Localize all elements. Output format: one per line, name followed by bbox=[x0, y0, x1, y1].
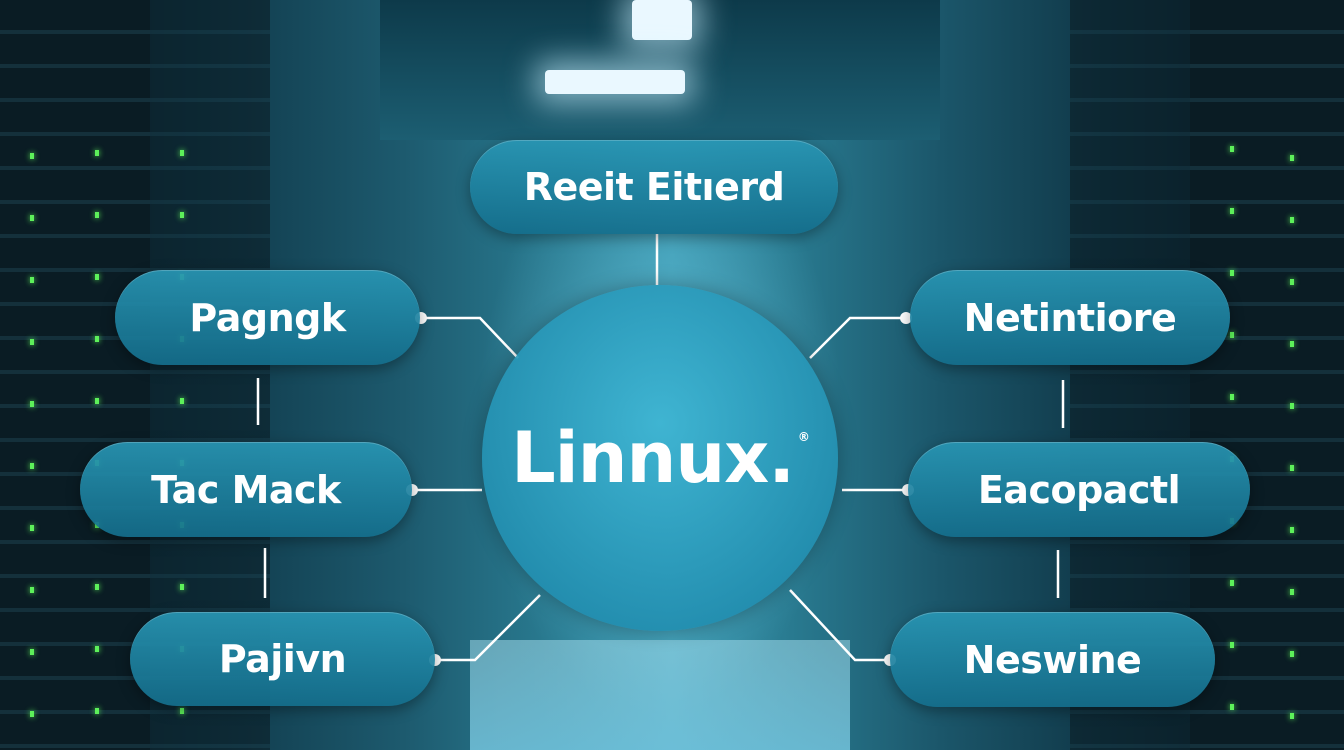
server-led bbox=[180, 398, 184, 404]
server-led bbox=[95, 150, 99, 156]
server-led bbox=[1290, 279, 1294, 285]
center-label: Linnux. bbox=[511, 417, 795, 499]
node-label: Netintiore bbox=[963, 295, 1177, 340]
right-node: Eacopactl bbox=[908, 442, 1250, 537]
ceiling-light bbox=[545, 70, 685, 94]
server-led bbox=[1290, 155, 1294, 161]
server-led bbox=[30, 339, 34, 345]
server-led bbox=[1230, 642, 1234, 648]
left-node: Pagngk bbox=[115, 270, 420, 365]
server-led bbox=[30, 649, 34, 655]
server-led bbox=[30, 153, 34, 159]
server-rack-left bbox=[0, 0, 150, 750]
center-logo: Linnux. ® bbox=[511, 417, 810, 499]
node-label: Reeit Eitıerd bbox=[523, 165, 785, 209]
server-led bbox=[180, 708, 184, 714]
server-led bbox=[95, 398, 99, 404]
node-label: Tac Mack bbox=[151, 467, 341, 512]
server-rack-right bbox=[1190, 0, 1344, 750]
center-node: Linnux. ® bbox=[482, 285, 838, 631]
server-led bbox=[1230, 146, 1234, 152]
server-led bbox=[1230, 580, 1234, 586]
server-led bbox=[95, 584, 99, 590]
connector bbox=[435, 594, 541, 662]
right-node: Neswine bbox=[890, 612, 1215, 707]
node-label: Neswine bbox=[963, 637, 1142, 682]
connector bbox=[789, 589, 890, 662]
server-led bbox=[1290, 713, 1294, 719]
connector-dot bbox=[900, 312, 912, 324]
server-led bbox=[1290, 341, 1294, 347]
server-led bbox=[1230, 394, 1234, 400]
server-led bbox=[1290, 465, 1294, 471]
node-label: Eacopactl bbox=[977, 467, 1181, 512]
top-node: Reeit Eitıerd bbox=[470, 140, 838, 234]
server-led bbox=[95, 646, 99, 652]
registered-mark: ® bbox=[797, 430, 810, 444]
server-led bbox=[1230, 208, 1234, 214]
server-led bbox=[30, 215, 34, 221]
node-label: Pajivn bbox=[218, 637, 347, 681]
server-led bbox=[95, 274, 99, 280]
server-led bbox=[30, 277, 34, 283]
left-node: Pajivn bbox=[130, 612, 435, 706]
server-led bbox=[180, 584, 184, 590]
floor bbox=[470, 640, 850, 750]
ceiling-light bbox=[632, 0, 692, 40]
server-led bbox=[95, 708, 99, 714]
server-led bbox=[1290, 527, 1294, 533]
server-led bbox=[1290, 651, 1294, 657]
server-led bbox=[180, 212, 184, 218]
server-led bbox=[1230, 332, 1234, 338]
server-led bbox=[180, 150, 184, 156]
server-led bbox=[1230, 704, 1234, 710]
server-led bbox=[1230, 270, 1234, 276]
left-node: Tac Mack bbox=[80, 442, 412, 537]
connector bbox=[421, 316, 519, 359]
node-label: Pagngk bbox=[189, 295, 346, 340]
connector bbox=[809, 316, 906, 359]
right-node: Netintiore bbox=[910, 270, 1230, 365]
server-led bbox=[1290, 217, 1294, 223]
server-led bbox=[30, 587, 34, 593]
server-led bbox=[95, 336, 99, 342]
server-led bbox=[1290, 589, 1294, 595]
server-led bbox=[30, 525, 34, 531]
server-led bbox=[95, 212, 99, 218]
server-led bbox=[1290, 403, 1294, 409]
server-led bbox=[30, 401, 34, 407]
server-led bbox=[30, 711, 34, 717]
server-led bbox=[30, 463, 34, 469]
